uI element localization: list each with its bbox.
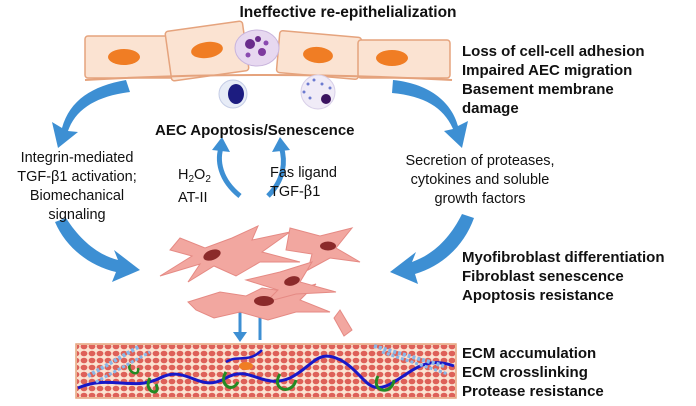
immune-cells bbox=[218, 74, 336, 110]
effect-impaired-migration: Impaired AEC migration bbox=[462, 62, 633, 79]
fibroblast-cell bbox=[159, 225, 301, 283]
ecm-layer bbox=[75, 343, 457, 399]
arrow-epithelium-to-left bbox=[52, 80, 130, 148]
arrow-inner-left bbox=[216, 144, 242, 198]
apoptotic-body bbox=[258, 48, 266, 56]
ecm-crosslink bbox=[276, 373, 298, 391]
left-pathway-line2: TGF-β1 activation; bbox=[17, 169, 137, 185]
apoptotic-body bbox=[263, 40, 269, 46]
macrophage bbox=[300, 74, 336, 110]
diagram-title: Ineffective re-epithelialization bbox=[239, 4, 457, 21]
right-pathway-text: Secretion of proteases, cytokines and so… bbox=[378, 152, 582, 209]
epithelial-nucleus bbox=[191, 41, 223, 59]
aec-apoptosis-label: AEC Apoptosis/Senescence bbox=[155, 122, 355, 139]
left-pathway-text: Integrin-mediated TGF-β1 activation; Bio… bbox=[2, 149, 152, 225]
effect-ecm-crosslinking: ECM crosslinking bbox=[462, 364, 588, 381]
macrophage-nucleus bbox=[321, 94, 331, 104]
inner-right-text: Fas ligand TGF-β1 bbox=[270, 164, 337, 202]
epithelial-layer bbox=[84, 20, 453, 82]
ecm-crosslink bbox=[222, 371, 240, 389]
fibroblast-nuclei bbox=[203, 241, 336, 306]
epithelial-nucleus bbox=[376, 50, 408, 66]
ecm-crosslink bbox=[128, 363, 140, 375]
effect-ecm-accumulation: ECM accumulation bbox=[462, 345, 597, 362]
ecm-crosslink bbox=[146, 377, 159, 394]
right-pathway-line3: growth factors bbox=[434, 191, 526, 207]
at2-label: AT-II bbox=[178, 190, 208, 206]
effect-myofibroblast: Myofibroblast differentiation bbox=[462, 249, 665, 266]
fas-ligand-label: Fas ligand bbox=[270, 165, 337, 181]
ecm-collagen-dots bbox=[77, 345, 455, 397]
lymphocyte-nucleus bbox=[228, 84, 244, 104]
left-pathway-line3: Biomechanical bbox=[29, 188, 125, 204]
effect-loss-of-adhesion: Loss of cell-cell adhesion bbox=[462, 43, 645, 60]
arrow-left-to-fibroblasts bbox=[55, 218, 140, 282]
inner-left-text: H2O2 AT-II bbox=[178, 166, 211, 208]
right-pathway-line2: cytokines and soluble bbox=[410, 172, 550, 188]
ecm-fibril bbox=[95, 350, 151, 384]
ecm-blue-fiber bbox=[225, 349, 263, 364]
effect-apoptosis-resistance: Apoptosis resistance bbox=[462, 287, 614, 304]
ecm-crosslink bbox=[374, 375, 396, 392]
left-pathway-line4: signaling bbox=[48, 207, 106, 223]
fibroblast-effects-list: Myofibroblast differentiation Fibroblast… bbox=[462, 248, 665, 305]
apoptotic-body bbox=[245, 39, 255, 49]
basement-membrane bbox=[84, 74, 453, 81]
effect-basement-membrane: Basement membrane bbox=[462, 81, 614, 98]
effect-fibroblast-senescence: Fibroblast senescence bbox=[462, 268, 624, 285]
ecm-fibril bbox=[87, 344, 141, 378]
ecm-fibril bbox=[381, 350, 449, 376]
right-pathway-line1: Secretion of proteases, bbox=[405, 153, 555, 169]
effect-protease-resistance: Protease resistance bbox=[462, 383, 604, 400]
left-pathway-line1: Integrin-mediated bbox=[20, 150, 134, 166]
apoptotic-body bbox=[255, 36, 261, 42]
ecm-effects-list: ECM accumulation ECM crosslinking Protea… bbox=[462, 344, 604, 401]
apoptotic-body bbox=[245, 52, 251, 58]
effect-damage: damage bbox=[462, 100, 519, 117]
tgf-beta1-label: TGF-β1 bbox=[270, 184, 321, 200]
arrow-right-to-fibroblasts bbox=[390, 214, 474, 284]
epithelial-nucleus bbox=[303, 46, 333, 64]
fibroblast-process bbox=[333, 309, 353, 337]
h2o2-label: H2O2 bbox=[178, 167, 211, 185]
arrow-epithelium-to-right bbox=[392, 80, 468, 148]
epithelium-effects-list: Loss of cell-cell adhesion Impaired AEC … bbox=[462, 42, 645, 118]
ecm-nucleus bbox=[239, 362, 253, 370]
apoptotic-cell bbox=[234, 29, 280, 67]
ecm-fibril bbox=[373, 344, 445, 368]
epithelial-nucleus bbox=[108, 49, 140, 65]
